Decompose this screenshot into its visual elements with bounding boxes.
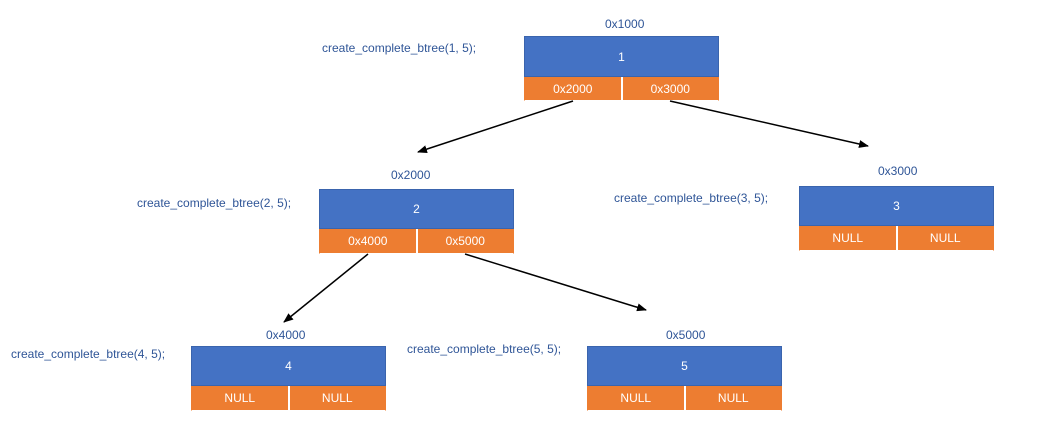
node-1-right-pointer: 0x3000	[621, 77, 719, 101]
node-5-call-label: create_complete_btree(5, 5);	[407, 342, 562, 356]
tree-node-2: 2 0x4000 0x5000	[319, 189, 514, 254]
edge-1-to-2-arrow	[417, 100, 574, 153]
node-1-call-label: create_complete_btree(1, 5);	[322, 41, 477, 55]
node-3-address: 0x3000	[878, 164, 918, 178]
node-4-left-pointer: NULL	[191, 386, 289, 411]
tree-node-1: 1 0x2000 0x3000	[524, 36, 719, 101]
node-4-call-label: create_complete_btree(4, 5);	[11, 347, 166, 361]
tree-node-4: 4 NULL NULL	[191, 346, 386, 411]
node-1-value: 1	[524, 36, 719, 77]
node-4-value: 4	[191, 346, 386, 386]
tree-node-5: 5 NULL NULL	[587, 346, 782, 411]
node-2-call-label: create_complete_btree(2, 5);	[137, 196, 292, 210]
node-3-value: 3	[799, 186, 994, 226]
node-4-address: 0x4000	[266, 328, 306, 342]
edge-2-to-4-arrow	[283, 253, 369, 323]
node-3-right-pointer: NULL	[896, 226, 994, 251]
node-3-call-label: create_complete_btree(3, 5);	[614, 191, 769, 205]
node-3-left-pointer: NULL	[799, 226, 897, 251]
node-4-right-pointer: NULL	[288, 386, 386, 411]
node-2-value: 2	[319, 189, 514, 229]
edge-1-to-3-arrow	[669, 100, 869, 148]
tree-node-3: 3 NULL NULL	[799, 186, 994, 251]
node-5-right-pointer: NULL	[684, 386, 782, 411]
node-5-left-pointer: NULL	[587, 386, 685, 411]
node-5-value: 5	[587, 346, 782, 386]
node-1-address: 0x1000	[605, 17, 645, 31]
node-2-left-pointer: 0x4000	[319, 229, 417, 254]
edge-2-to-5-arrow	[464, 253, 647, 312]
node-5-address: 0x5000	[666, 328, 706, 342]
node-2-address: 0x2000	[391, 168, 431, 182]
node-1-left-pointer: 0x2000	[524, 77, 622, 101]
